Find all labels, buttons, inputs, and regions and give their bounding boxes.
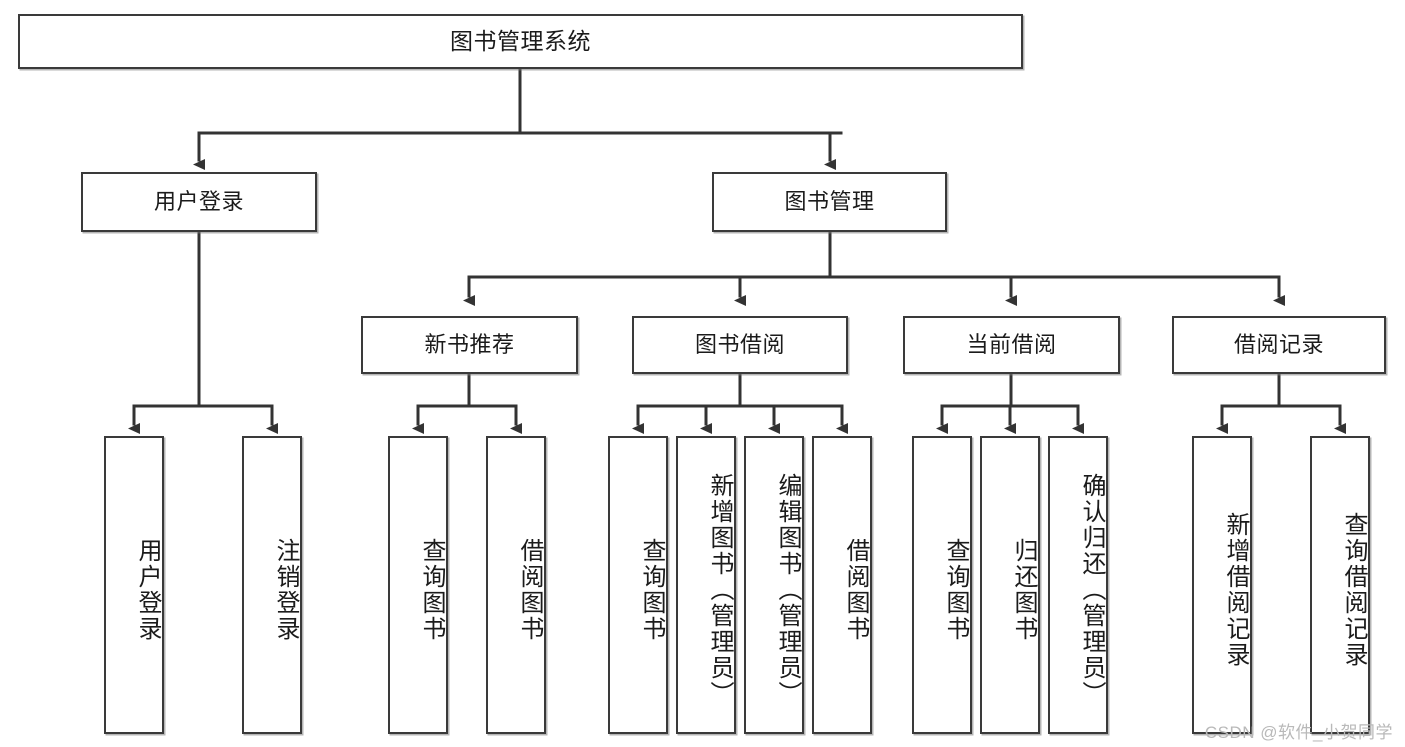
node-label: 新增图书（管理员）: [706, 473, 733, 707]
leaf-query-borrow-record[interactable]: 查询借阅记录: [1310, 436, 1370, 734]
node-label: 图书管理: [784, 188, 875, 214]
node-label: 查询图书: [418, 538, 445, 642]
node-label: 查询图书: [942, 538, 969, 642]
node-label: 当前借阅: [966, 331, 1057, 357]
leaf-add-book-admin[interactable]: 新增图书（管理员）: [676, 436, 736, 734]
leaf-user-login[interactable]: 用户登录: [104, 436, 164, 734]
node-new-book-recommend[interactable]: 新书推荐: [361, 316, 578, 374]
node-label: 用户登录: [134, 538, 161, 642]
leaf-add-borrow-record[interactable]: 新增借阅记录: [1192, 436, 1252, 734]
node-label: 注销登录: [272, 538, 299, 642]
node-current-borrow[interactable]: 当前借阅: [903, 316, 1120, 374]
node-label: 查询图书: [638, 538, 665, 642]
node-user-login[interactable]: 用户登录: [81, 172, 317, 232]
leaf-edit-book-admin[interactable]: 编辑图书（管理员）: [744, 436, 804, 734]
node-borrow-record[interactable]: 借阅记录: [1172, 316, 1386, 374]
node-root-system[interactable]: 图书管理系统: [18, 14, 1023, 69]
leaf-user-logout[interactable]: 注销登录: [242, 436, 302, 734]
node-label: 图书借阅: [694, 331, 785, 357]
node-label: 用户登录: [153, 188, 244, 214]
node-label: 归还图书: [1010, 538, 1037, 642]
node-label: 新书推荐: [424, 331, 515, 357]
node-label: 查询借阅记录: [1340, 512, 1367, 668]
node-label: 借阅图书: [842, 538, 869, 642]
node-label: 新增借阅记录: [1222, 512, 1249, 668]
leaf-query-book-current[interactable]: 查询图书: [912, 436, 972, 734]
node-label: 借阅记录: [1233, 331, 1324, 357]
node-book-management[interactable]: 图书管理: [712, 172, 947, 232]
leaf-query-book-borrow[interactable]: 查询图书: [608, 436, 668, 734]
node-label: 确认归还（管理员）: [1078, 473, 1105, 707]
leaf-query-book-recommend[interactable]: 查询图书: [388, 436, 448, 734]
leaf-return-book[interactable]: 归还图书: [980, 436, 1040, 734]
node-book-borrow[interactable]: 图书借阅: [632, 316, 848, 374]
node-label: 编辑图书（管理员）: [774, 473, 801, 707]
node-label: 借阅图书: [516, 538, 543, 642]
leaf-borrow-book[interactable]: 借阅图书: [812, 436, 872, 734]
leaf-confirm-return-admin[interactable]: 确认归还（管理员）: [1048, 436, 1108, 734]
node-label: 图书管理系统: [450, 27, 591, 54]
watermark: CSDN @软件_小贺同学: [1204, 723, 1393, 742]
leaf-borrow-book-recommend[interactable]: 借阅图书: [486, 436, 546, 734]
